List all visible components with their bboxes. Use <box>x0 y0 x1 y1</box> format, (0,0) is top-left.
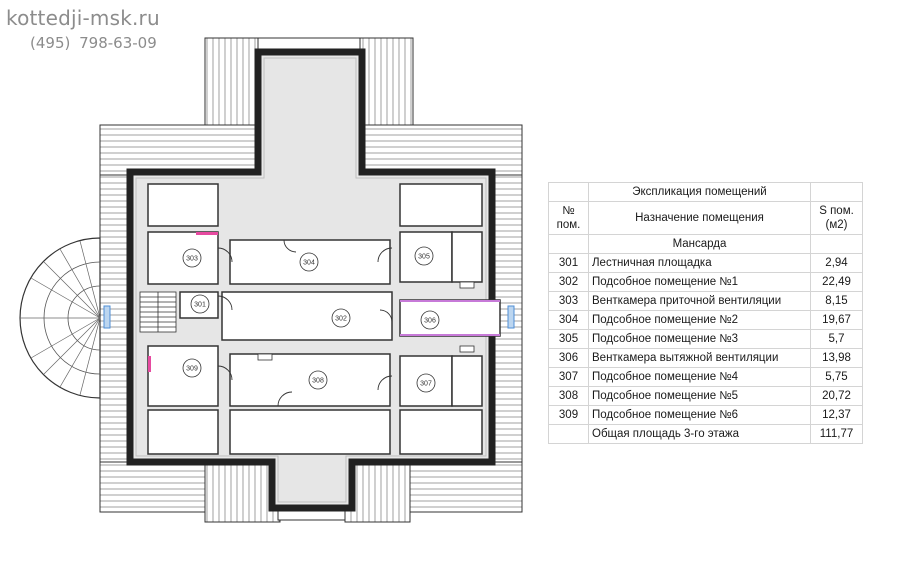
table-row: 302 Подсобное помещение №1 22,49 <box>548 272 863 292</box>
room-label-305: 305 <box>418 254 430 261</box>
row-area: 13,98 <box>810 348 863 368</box>
row-area: 12,37 <box>810 405 863 425</box>
row-name: Подсобное помещение №2 <box>588 310 811 330</box>
roof-slopes <box>99 37 523 523</box>
room-label-306: 306 <box>424 318 436 325</box>
room-label-circle-308 <box>308 370 328 390</box>
row-name: Подсобное помещение №4 <box>588 367 811 387</box>
room-upper-left <box>147 183 219 227</box>
total-row: Общая площадь 3-го этажа 111,77 <box>548 424 863 444</box>
room-label-circle-309 <box>182 358 202 378</box>
row-area: 19,67 <box>810 310 863 330</box>
row-name: Подсобное помещение №5 <box>588 386 811 406</box>
explication-table: Экспликация помещений № пом. Назначение … <box>548 182 863 444</box>
row-name: Подсобное помещение №3 <box>588 329 811 349</box>
row-name: Лестничная площадка <box>588 253 811 273</box>
floor-plan: 303 304 305 301 302 306 307 308 309 <box>19 37 523 523</box>
row-area: 5,7 <box>810 329 863 349</box>
table-row: 301 Лестничная площадка 2,94 <box>548 253 863 273</box>
room-lower-left <box>147 409 219 455</box>
room-label-circle-304 <box>299 252 319 272</box>
row-number: 307 <box>548 367 589 387</box>
total-value: 111,77 <box>810 424 863 444</box>
section-title: Мансарда <box>588 234 811 254</box>
room-302 <box>221 291 393 341</box>
room-label-circle-307 <box>416 373 436 393</box>
table-row: 309 Подсобное помещение №6 12,37 <box>548 405 863 425</box>
row-area: 8,15 <box>810 291 863 311</box>
row-area: 22,49 <box>810 272 863 292</box>
room-label-circle-301 <box>190 294 210 314</box>
row-name: Венткамера приточной вентиляции <box>588 291 811 311</box>
explication-title: Экспликация помещений <box>588 182 811 202</box>
room-305b <box>451 231 483 283</box>
room-upper-right <box>399 183 483 227</box>
room-label-circle-302 <box>331 308 351 328</box>
room-labels: 303 304 305 301 302 306 307 308 309 <box>182 246 440 393</box>
row-number: 301 <box>548 253 589 273</box>
row-number: 309 <box>548 405 589 425</box>
row-area: 20,72 <box>810 386 863 406</box>
row-number: 308 <box>548 386 589 406</box>
room-306 <box>399 299 501 337</box>
brand-block: kottedji-msk.ru (495) 798-63-09 <box>6 6 160 52</box>
room-label-309: 309 <box>186 366 198 373</box>
room-label-303: 303 <box>186 256 198 263</box>
row-number: 305 <box>548 329 589 349</box>
phone-number: (495) 798-63-09 <box>30 34 157 52</box>
table-row: 308 Подсобное помещение №5 20,72 <box>548 386 863 406</box>
row-number: 302 <box>548 272 589 292</box>
room-lower-mid <box>229 409 391 455</box>
row-name: Венткамера вытяжной вентиляции <box>588 348 811 368</box>
room-label-302: 302 <box>335 316 347 323</box>
table-row: 303 Венткамера приточной вентиляции 8,15 <box>548 291 863 311</box>
row-number: 306 <box>548 348 589 368</box>
header-purpose: Назначение помещения <box>588 201 811 235</box>
room-label-circle-306 <box>420 310 440 330</box>
room-label-308: 308 <box>312 378 324 385</box>
row-name: Подсобное помещение №1 <box>588 272 811 292</box>
room-307b <box>451 355 483 407</box>
row-area: 5,75 <box>810 367 863 387</box>
table-row: 305 Подсобное помещение №3 5,7 <box>548 329 863 349</box>
bay-window <box>19 237 101 399</box>
row-name: Подсобное помещение №6 <box>588 405 811 425</box>
row-area: 2,94 <box>810 253 863 273</box>
row-number: 303 <box>548 291 589 311</box>
room-label-circle-303 <box>182 248 202 268</box>
header-area: S пом. (м2) <box>810 201 863 235</box>
stairs <box>139 291 177 333</box>
room-label-307: 307 <box>420 381 432 388</box>
rooms <box>147 183 501 455</box>
door-swings <box>217 239 393 407</box>
total-label: Общая площадь 3-го этажа <box>588 424 811 444</box>
table-row: 304 Подсобное помещение №2 19,67 <box>548 310 863 330</box>
vent-accents <box>103 232 515 372</box>
room-label-circle-305 <box>414 246 434 266</box>
room-label-301: 301 <box>194 302 206 309</box>
room-label-304: 304 <box>303 260 315 267</box>
room-lower-right <box>399 409 483 455</box>
row-number: 304 <box>548 310 589 330</box>
room-309 <box>147 345 219 407</box>
site-name: kottedji-msk.ru <box>6 6 160 30</box>
table-row: 306 Венткамера вытяжной вентиляции 13,98 <box>548 348 863 368</box>
header-number: № пом. <box>548 201 589 235</box>
table-row: 307 Подсобное помещение №4 5,75 <box>548 367 863 387</box>
